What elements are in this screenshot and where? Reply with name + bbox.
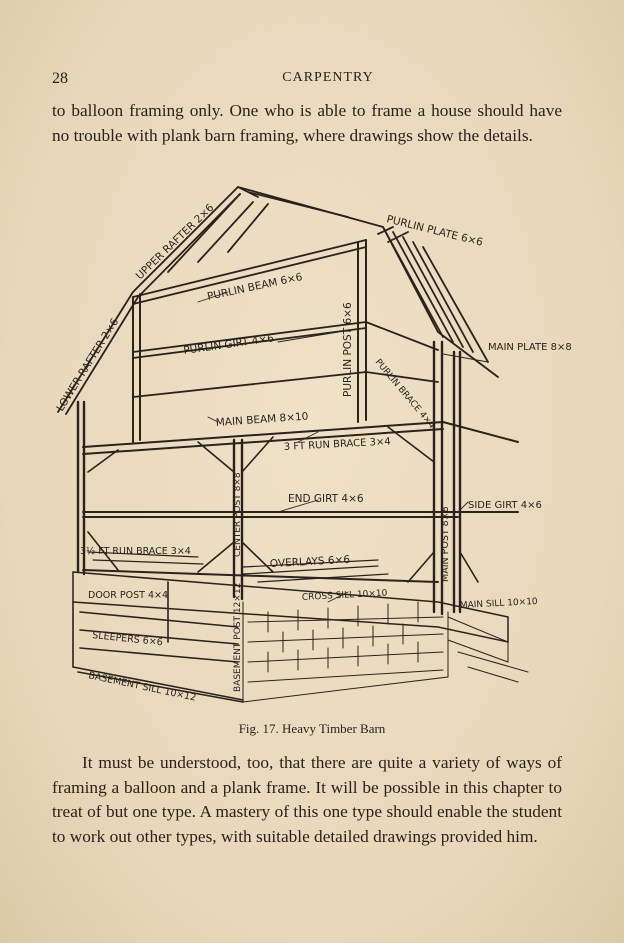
label-overlays: OVERLAYS 6×6 [270,554,351,570]
label-purlin-post: PURLIN POST 6×6 [342,302,354,397]
label-upper-rafter: UPPER RAFTER 2×6 [134,202,217,283]
figure-caption: Fig. 17. Heavy Timber Barn [238,721,386,736]
rafters [57,185,499,415]
label-purlin-brace: PURLIN BRACE 4×4 [373,358,437,432]
label-side-girt: SIDE GIRT 4×6 [468,500,542,511]
label-main-sill: MAIN SILL 10×10 [460,597,539,611]
main-posts [76,340,462,616]
label-center-post: CENTER POST 8×8 [233,472,243,557]
purlin-posts [132,239,367,443]
label-main-post: MAIN POST 8×8 [440,506,451,582]
page-number: 28 [52,70,68,87]
stone-foundation [242,601,529,703]
label-door-post: DOOR POST 4×4 [88,590,168,601]
paragraph-intro: to balloon framing only. One who is able… [52,101,562,145]
label-basement-post: BASEMENT POST 12×12 [233,583,243,692]
beams-and-girts [82,421,519,583]
label-purlin-girt: PURLIN GIRT 4×6 [183,332,275,357]
purlin-beams [132,239,439,398]
label-sleepers: SLEEPERS 6×6 [92,630,164,648]
label-main-beam: MAIN BEAM 8×10 [215,411,308,429]
braces [87,426,479,583]
label-run-brace-3-5ft: 3½ FT RUN BRACE 3×4 [80,546,191,557]
label-cross-sill: CROSS SILL 10×10 [302,589,388,603]
page-header: 28 CARPENTRY [52,70,564,92]
label-basement-sill: BASEMENT SILL 10×12 [87,670,197,704]
label-main-plate: MAIN PLATE 8×8 [488,342,572,353]
label-end-girt: END GIRT 4×6 [288,493,364,505]
basement-framing [72,581,244,703]
overlays [87,551,389,583]
leader-lines [197,291,489,603]
barn-framing-figure: UPPER RAFTER 2×6 LOWER RAFTER 2×6 PURLIN… [54,185,572,704]
label-lower-rafter: LOWER RAFTER 2×6 [54,316,121,413]
paragraph-body: It must be understood, too, that there a… [52,753,562,846]
running-head: CARPENTRY [282,70,374,85]
